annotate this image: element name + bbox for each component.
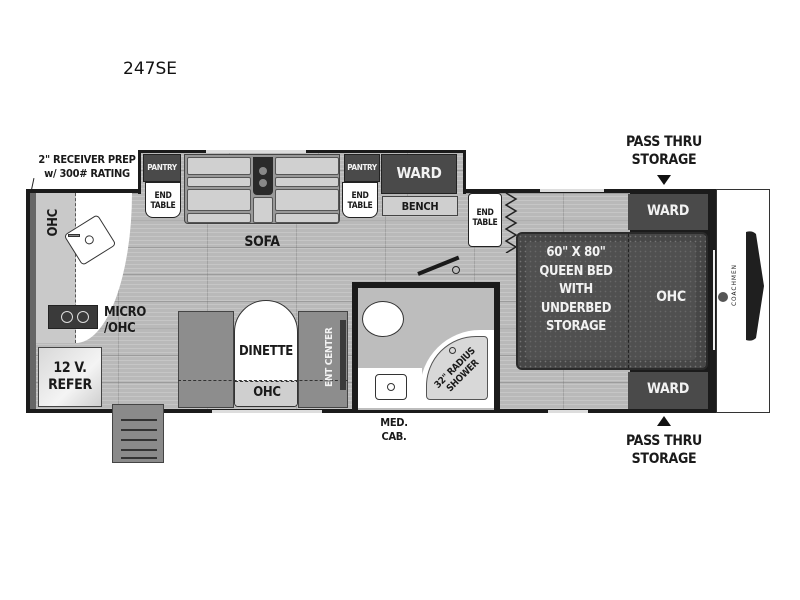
door-handle-icon: [452, 266, 460, 274]
bed-ohc-dashed-line: [628, 234, 629, 368]
dinette-window: [212, 410, 322, 413]
bench: BENCH: [382, 196, 458, 216]
shower-drain-icon: [449, 347, 456, 354]
queen-bed[interactable]: 60" X 80" QUEEN BED WITH UNDERBED STORAG…: [516, 232, 708, 370]
refrigerator: 12 V. REFER: [38, 347, 102, 407]
kitchen-ohc-label: OHC: [46, 209, 62, 237]
ent-center-label: ENT CENTER: [323, 327, 335, 387]
wardrobe-front-bottom[interactable]: WARD: [628, 372, 708, 409]
faucet-icon: [68, 234, 80, 237]
toilet: [362, 301, 404, 337]
model-title: 247SE: [123, 59, 177, 79]
receiver-line-1: 2" RECEIVER PREP: [38, 153, 136, 166]
ent-center-cabinet: [340, 320, 346, 390]
arrow-down-icon: [657, 175, 671, 185]
shower-label: 32" RADIUS SHOWER: [432, 345, 482, 395]
sofa[interactable]: [184, 154, 340, 224]
dinette-bench-left[interactable]: [178, 311, 234, 408]
dinette-ohc-dashed-line: [178, 380, 348, 381]
arrow-up-icon: [657, 416, 671, 426]
receiver-note: 2" RECEIVER PREP w/ 300# RATING: [28, 153, 146, 181]
bedroom-window-bottom: [548, 410, 588, 413]
coachmen-emblem-icon: [718, 292, 728, 302]
bed-mattress-inner: [526, 242, 696, 360]
left-wall-stripe: [30, 193, 36, 409]
dinette-table[interactable]: DINETTE OHC: [234, 300, 298, 407]
accordion-door[interactable]: [504, 193, 518, 253]
pass-thru-storage-top: PASS THRU STORAGE: [626, 134, 702, 168]
sofa-label: SOFA: [244, 234, 280, 250]
refrigerator-label: 12 V. REFER: [48, 360, 92, 393]
entry-step[interactable]: [112, 404, 164, 463]
dinette-bench-right[interactable]: [298, 311, 348, 408]
cooktop: [48, 305, 98, 329]
pass-thru-storage-bottom: PASS THRU STORAGE: [626, 433, 702, 467]
front-cap-window: [746, 231, 764, 341]
bedroom-window-top: [540, 189, 604, 192]
end-table-right: END TABLE: [468, 193, 502, 247]
end-table-middle: END TABLE: [342, 182, 378, 218]
coachmen-logo: COACHMEN: [730, 263, 738, 307]
burner-icon: [77, 311, 89, 323]
pantry-left: PANTRY: [143, 154, 181, 182]
sink-drain-icon: [387, 383, 395, 391]
bedroom-ohc-label: OHC: [656, 289, 686, 305]
slideout-window: [206, 150, 306, 153]
wardrobe-top[interactable]: WARD: [381, 154, 457, 194]
sink-drain-icon: [83, 233, 96, 247]
pantry-right: PANTRY: [344, 154, 380, 182]
front-window-line: [713, 250, 715, 350]
bed-label: 60" X 80" QUEEN BED WITH UNDERBED STORAG…: [539, 245, 613, 334]
dinette-ohc-area: OHC: [235, 381, 297, 406]
receiver-line-2: w/ 300# RATING: [44, 167, 130, 180]
end-table-left: END TABLE: [145, 182, 181, 218]
burner-icon: [61, 311, 73, 323]
bathroom-sink: [375, 374, 407, 400]
med-cab-label: MED. CAB.: [380, 416, 408, 443]
micro-ohc-label: MICRO /OHC: [104, 305, 147, 336]
wardrobe-front-top[interactable]: WARD: [628, 194, 708, 230]
